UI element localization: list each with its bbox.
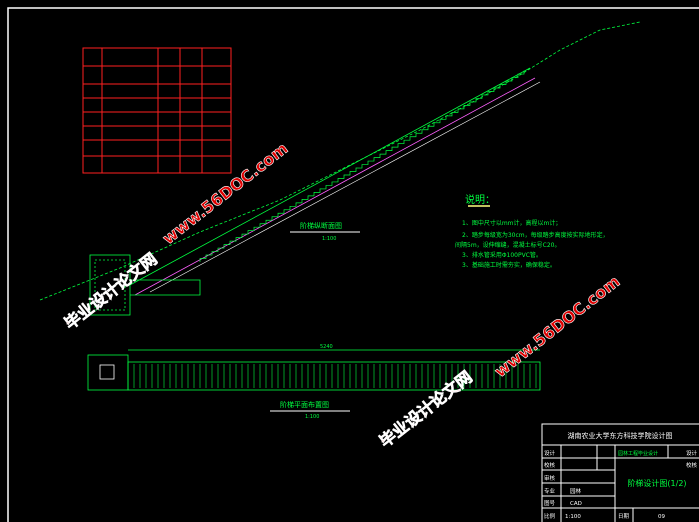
note-item-5: 3、基础施工时需夯实，确保稳定。: [462, 261, 556, 269]
watermark-text: 毕业设计论文网: [61, 249, 161, 333]
note-item-3: 间隔5m，设伸缩缝，混凝土标号C20。: [455, 241, 561, 249]
tb-label: 专业: [544, 487, 556, 495]
step-profile: [199, 70, 525, 262]
tb-drawing-title: 阶梯设计图(1/2): [627, 478, 686, 488]
tb-label: 比例: [544, 512, 556, 520]
title-block: [541, 423, 699, 522]
plan-length-dim: 5240: [320, 344, 333, 350]
tb-label: 校核: [544, 461, 556, 469]
terrain-line: [39, 21, 641, 301]
drawing-frame: [7, 7, 699, 522]
step-outline: [199, 70, 525, 262]
tb-label: 设计: [544, 449, 556, 457]
plan-scale: 1:100: [305, 414, 319, 420]
tb-right-label: 校核: [686, 461, 698, 469]
tb-value: 园林: [570, 487, 582, 495]
profile-title: 阶梯纵断面图: [300, 221, 342, 230]
watermark-url: www.56DOC.com: [491, 272, 624, 381]
notes-heading: 说明：: [465, 193, 495, 206]
note-item-1: 1、图中尺寸以mm计，高程以m计；: [462, 219, 561, 227]
title-block-school: 湖南农业大学东方科技学院设计图: [568, 431, 673, 440]
tb-project: 园林工程毕业设计: [618, 450, 658, 457]
tb-right-label: 设计: [686, 449, 698, 457]
note-item-2: 2、踏步每级宽为30cm，每级踏步高度按实际地形定，: [462, 231, 609, 239]
note-item-4: 3、排水管采用Φ100PVC管。: [462, 251, 542, 259]
watermark-url: www.56DOC.com: [159, 139, 292, 248]
plan-step-stripes: [133, 364, 537, 388]
red-table: [82, 47, 232, 174]
tb-value: 1:100: [565, 514, 581, 520]
slope-line-top: [129, 67, 531, 286]
tb-label: 图号: [544, 499, 556, 507]
tb-value: CAD: [570, 501, 582, 507]
watermark-text: 毕业设计论文网: [376, 367, 476, 451]
bottom-structure: [89, 254, 201, 316]
plan-view: [87, 349, 541, 391]
profile-scale: 1:100: [322, 236, 336, 242]
tb-date-value: 09: [658, 514, 665, 520]
slope-line-inner: [149, 81, 541, 293]
plan-title: 阶梯平面布置图: [280, 400, 329, 409]
tb-label: 审核: [544, 474, 556, 482]
tb-date-label: 日期: [618, 513, 630, 520]
